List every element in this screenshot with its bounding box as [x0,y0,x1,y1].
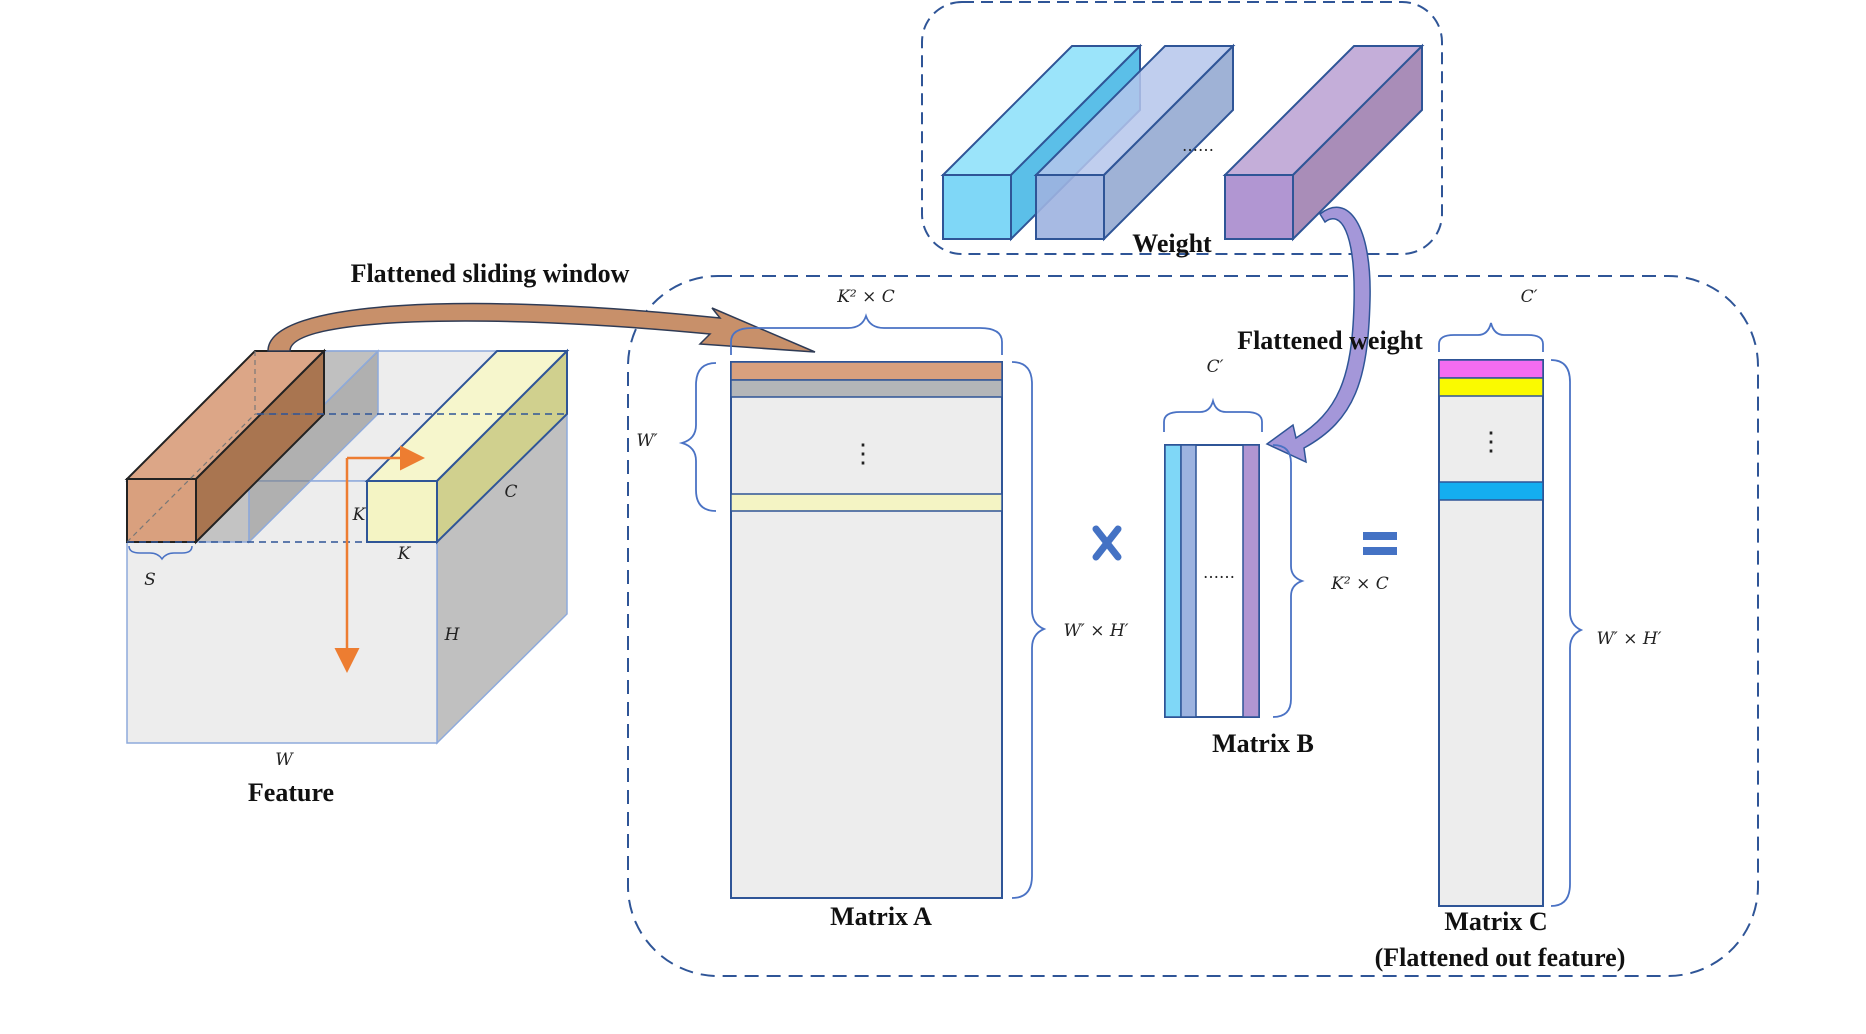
matrix-a-row-yellow [730,493,1003,512]
matrix-b-top-brace [1163,397,1263,432]
matrix-a-k2c-label: K² × C [836,287,895,307]
matrix-b [1164,444,1260,718]
flattened-window-label: Flattened sliding window [351,259,630,288]
feature-s-label: S [144,570,156,590]
feature-orange-window [124,348,327,545]
matrix-a-w-label: W′ [636,431,657,451]
matrix-a-row-gray [730,379,1003,398]
feature-k-label-1: K [352,505,367,525]
weight-dots: …… [1182,136,1214,155]
matrix-group-border [627,275,1759,977]
feature-k-label-2: K [397,544,412,564]
weight-cuboid-3 [1222,43,1425,242]
feature-label: Feature [248,778,334,807]
matrix-b-label: Matrix B [1212,729,1314,758]
feature-w-label: W [275,750,294,770]
matrix-c-right-brace [1550,359,1584,907]
matrix-c-row-yellow [1438,377,1544,397]
matrix-c [1438,359,1544,907]
matrix-b-k2c-label: K² × C [1330,574,1389,594]
matrix-b-right-brace [1272,444,1305,718]
matrix-a-right-brace [1011,361,1047,899]
matrix-c-top-brace [1438,322,1544,352]
matrix-a [730,361,1003,899]
matrix-c-label: Matrix C [1444,907,1547,936]
flattened-weight-label: Flattened weight [1237,326,1423,355]
weight-label: Weight [1132,229,1212,258]
multiply-sign [1092,525,1122,561]
flattened-window-arrow [267,302,816,353]
matrix-a-label: Matrix A [830,902,932,931]
matrix-a-dots: ⋮ [850,439,876,469]
matrix-a-top-brace [730,313,1003,355]
flattened-weight-arrow [1265,206,1371,464]
matrix-c-row-sky [1438,481,1544,501]
matrix-b-dots: …… [1203,563,1235,582]
matrix-b-c-label: C′ [1207,357,1224,377]
matrix-a-left-brace [678,362,717,512]
stride-brace [128,545,193,561]
matrix-a-wh-label: W′ × H′ [1063,621,1128,641]
weight-cuboid-2 [1033,43,1236,242]
matrix-c-sublabel: (Flattened out feature) [1375,943,1626,972]
matrix-b-col-cyan [1164,444,1182,718]
matrix-c-dots: ⋮ [1478,427,1504,457]
matrix-c-row-magenta [1438,359,1544,379]
weight-group-border [921,1,1443,255]
matrix-c-wh-label: W′ × H′ [1596,629,1661,649]
equals-sign [1363,532,1397,555]
matrix-c-c-label: C′ [1521,287,1538,307]
matrix-b-col-purple [1242,444,1260,718]
feature-c-label: C [504,482,517,502]
matrix-a-row-orange [730,361,1003,381]
matrix-b-col-blue [1180,444,1197,718]
feature-h-label: H [444,625,461,645]
